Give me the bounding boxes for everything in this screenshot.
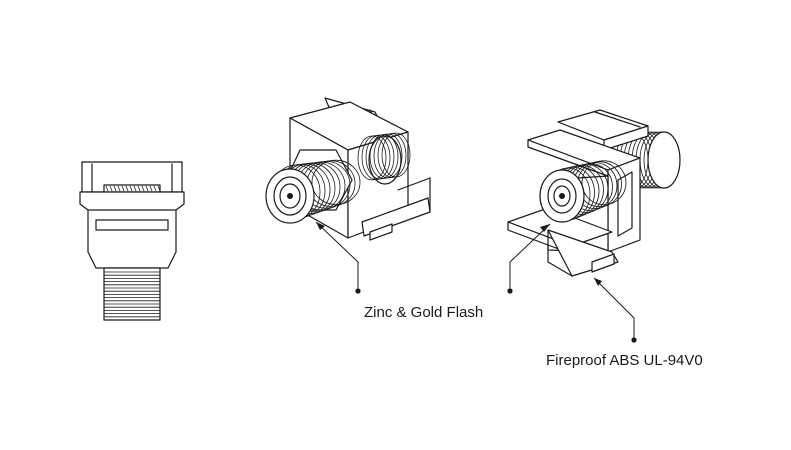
leader-zinc-right	[507, 223, 551, 294]
thread-line	[129, 185, 133, 192]
thread-line	[105, 185, 109, 192]
thread-line	[133, 185, 137, 192]
thread-line	[149, 185, 153, 192]
thread-line	[109, 185, 113, 192]
label-zinc-gold-flash: Zinc & Gold Flash	[364, 304, 484, 321]
thread-line	[125, 185, 129, 192]
leader-zinc	[315, 221, 361, 294]
side-view-connector	[79, 161, 185, 321]
thread-line	[141, 185, 145, 192]
thread-line	[153, 185, 157, 192]
thread-ring	[381, 132, 411, 178]
thread-line	[137, 185, 141, 192]
leader-abs	[593, 277, 637, 343]
front-view-connector	[265, 97, 431, 241]
thread-ring	[581, 160, 627, 206]
thread-line	[145, 185, 149, 192]
thread-line	[117, 185, 121, 192]
thread-line	[157, 185, 161, 192]
rear-view-connector	[507, 109, 681, 277]
thread-line	[113, 185, 117, 192]
label-fireproof-abs: Fireproof ABS UL-94V0	[546, 352, 703, 369]
thread-line	[121, 185, 125, 192]
thread-ring	[311, 159, 361, 205]
